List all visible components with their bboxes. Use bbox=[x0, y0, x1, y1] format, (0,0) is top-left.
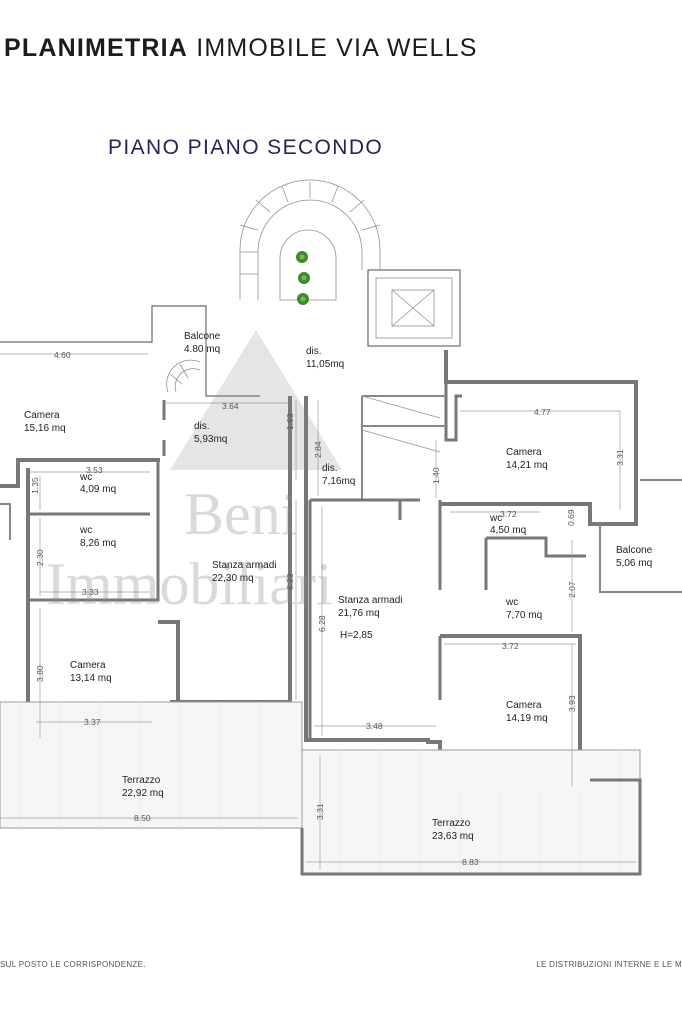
stanza2-area: 21,76 mq bbox=[338, 608, 380, 619]
wc1-name: wc bbox=[79, 472, 92, 483]
stanza1-area: 22,30 mq bbox=[212, 573, 254, 584]
dis1-area: 11,05mq bbox=[306, 359, 344, 370]
dim-label: 6.28 bbox=[317, 615, 327, 632]
camera4-area: 14,19 mq bbox=[506, 713, 548, 724]
camera2-name: Camera bbox=[506, 447, 542, 458]
dim-label: 2.07 bbox=[567, 581, 577, 598]
terrazzo1-name: Terrazzo bbox=[122, 775, 161, 786]
camera1-area: 15,16 mq bbox=[24, 423, 66, 434]
dim-label: 1.40 bbox=[431, 467, 441, 484]
stanza2-height: H=2,85 bbox=[340, 630, 373, 641]
camera4-name: Camera bbox=[506, 700, 542, 711]
terrazzo2-area: 23,63 mq bbox=[432, 831, 474, 842]
dim-label: 0.69 bbox=[566, 509, 576, 526]
dis3-name: dis. bbox=[322, 463, 338, 474]
wc2-area: 8,26 mq bbox=[80, 538, 116, 549]
watermark: Beni Immobiliari bbox=[46, 330, 342, 617]
balcone1-name: Balcone bbox=[184, 331, 221, 342]
watermark-line1: Beni bbox=[184, 481, 297, 547]
dis3-area: 7,16mq bbox=[322, 476, 355, 487]
dim-label: 1.63 bbox=[285, 413, 295, 430]
elevator-shaft bbox=[367, 269, 461, 347]
terrazzo2-name: Terrazzo bbox=[432, 818, 471, 829]
dis2-area: 5,93mq bbox=[194, 434, 227, 445]
plan-title: PLANIMETRIA IMMOBILE VIA WELLS bbox=[4, 34, 478, 63]
dim-label: 3.31 bbox=[315, 803, 325, 820]
walls bbox=[0, 305, 682, 792]
terrazzo1-area: 22,92 mq bbox=[122, 788, 164, 799]
dim-label: 3.72 bbox=[500, 509, 517, 519]
camera3-name: Camera bbox=[70, 660, 106, 671]
dim-label: 3.72 bbox=[502, 641, 519, 651]
dim-label: 8.50 bbox=[134, 813, 151, 823]
footer-note-left: SUL POSTO LE CORRISPONDENZE. bbox=[0, 960, 146, 969]
balcone2-area: 5,06 mq bbox=[616, 558, 652, 569]
title-bold: PLANIMETRIA bbox=[4, 34, 189, 62]
dim-label: 3.48 bbox=[366, 721, 383, 731]
camera3-area: 13,14 mq bbox=[70, 673, 112, 684]
dim-label: 4.77 bbox=[534, 407, 551, 417]
dim-label: 3.64 bbox=[222, 401, 239, 411]
dim-label: 3.31 bbox=[615, 449, 625, 466]
dim-label: 3.80 bbox=[35, 665, 45, 682]
dim-label: 3.37 bbox=[84, 717, 101, 727]
wc4-area: 7,70 mq bbox=[506, 610, 542, 621]
dim-label: 2.30 bbox=[35, 549, 45, 566]
wc2-name: wc bbox=[79, 525, 92, 536]
camera1-name: Camera bbox=[24, 410, 60, 421]
wc4-name: wc bbox=[505, 597, 518, 608]
dim-label: 3.53 bbox=[86, 465, 103, 475]
floor-label: PIANO PIANO SECONDO bbox=[108, 136, 384, 159]
dim-label: 6.23 bbox=[285, 573, 295, 590]
footer-note-right: LE DISTRIBUZIONI INTERNE E LE M bbox=[536, 960, 682, 969]
dim-label: 2.84 bbox=[313, 441, 323, 458]
balcone2-name: Balcone bbox=[616, 545, 653, 556]
watermark-line2: Immobiliari bbox=[46, 551, 333, 617]
dimension-labels: 4.60 3.64 1.63 4.77 3.53 1.35 2.84 1.40 … bbox=[30, 350, 625, 867]
camera2-area: 14,21 mq bbox=[506, 460, 548, 471]
balcone1-area: 4.80 mq bbox=[184, 344, 220, 355]
wc3-name: wc bbox=[489, 513, 502, 524]
wc1-area: 4,09 mq bbox=[80, 484, 116, 495]
dim-label: 1.35 bbox=[30, 477, 40, 494]
plant-icons bbox=[296, 251, 310, 305]
wc3-area: 4,50 mq bbox=[490, 525, 526, 536]
stanza2-name: Stanza armadi bbox=[338, 595, 402, 606]
dis1-name: dis. bbox=[306, 346, 322, 357]
stanza1-name: Stanza armadi bbox=[212, 560, 276, 571]
room-labels: Balcone 4.80 mq dis. 11,05mq Camera 15,1… bbox=[24, 331, 653, 842]
terraces bbox=[0, 701, 642, 876]
dis2-name: dis. bbox=[194, 421, 210, 432]
dim-label: 3.93 bbox=[567, 695, 577, 712]
title-rest: IMMOBILE VIA WELLS bbox=[196, 34, 478, 62]
dim-label: 3.33 bbox=[82, 587, 99, 597]
dim-label: 4.60 bbox=[54, 350, 71, 360]
dimension-lines bbox=[0, 353, 636, 870]
dim-label: 8.83 bbox=[462, 857, 479, 867]
balcony-stair bbox=[166, 359, 201, 393]
spiral-staircase bbox=[239, 179, 381, 301]
